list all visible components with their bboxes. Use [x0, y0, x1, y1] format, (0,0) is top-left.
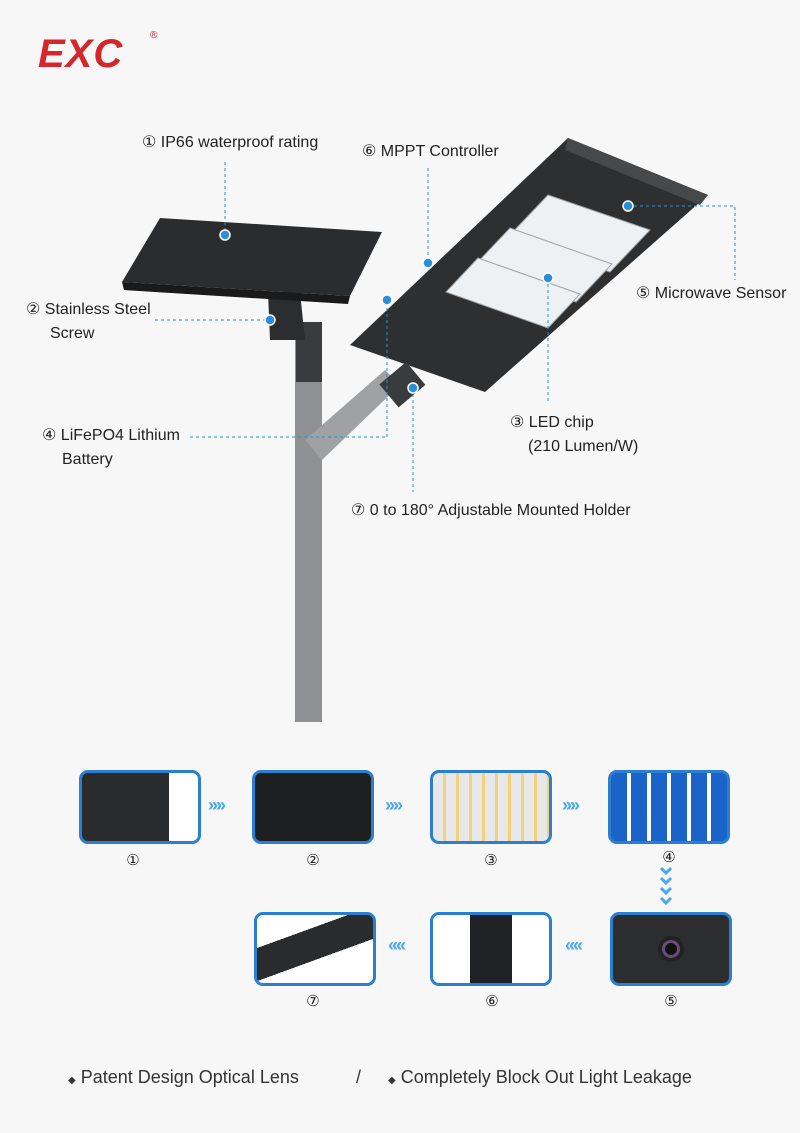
- holder: [379, 361, 426, 408]
- callout-1: ① IP66 waterproof rating: [142, 134, 319, 151]
- thumb-holder: [254, 912, 376, 986]
- step-1-label: ①: [126, 852, 140, 869]
- feature-light-leakage: ◆ Completely Block Out Light Leakage: [388, 1067, 692, 1087]
- thumb-sensor: [610, 912, 732, 986]
- thumb-solar-panel: [79, 770, 201, 844]
- callout-5: ⑤ Microwave Sensor: [636, 285, 787, 302]
- footer-separator: /: [356, 1067, 362, 1087]
- arrow-left-icon: «««: [388, 935, 406, 955]
- led-modules: [445, 194, 651, 329]
- callout-7: ⑦ 0 to 180° Adjustable Mounted Holder: [351, 502, 631, 519]
- thumb-battery: [608, 770, 730, 844]
- callout-dots: [219, 200, 634, 394]
- solar-panel-edge: [122, 282, 350, 304]
- callout-3: ③ LED chip(210 Lumen/W): [510, 414, 639, 455]
- arrow-down-icon: [659, 866, 673, 906]
- step-7-label: ⑦: [306, 993, 320, 1010]
- lamp-head-edge: [565, 138, 708, 205]
- thumb-screw: [252, 770, 374, 844]
- panel-bracket: [268, 292, 305, 340]
- thumb-controller: [430, 912, 552, 986]
- step-3-label: ③: [484, 852, 498, 869]
- brand-logo: EXC: [38, 32, 124, 76]
- thumb-led-chip: [430, 770, 552, 844]
- callout-lines: [155, 162, 736, 492]
- arrow-right-icon: »»»: [562, 795, 580, 815]
- arrow-left-icon: «««: [565, 935, 583, 955]
- registered-mark: ®: [150, 30, 158, 41]
- step-4-label: ④: [662, 849, 676, 866]
- step-2-label: ②: [306, 852, 320, 869]
- solar-panel: [122, 218, 382, 296]
- arrow-right-icon: »»»: [208, 795, 226, 815]
- step-6-label: ⑥: [485, 993, 499, 1010]
- step-5-label: ⑤: [664, 993, 678, 1010]
- arrow-right-icon: »»»: [385, 795, 403, 815]
- pole: [295, 330, 322, 722]
- feature-optical-lens: ◆ Patent Design Optical Lens: [68, 1067, 299, 1087]
- callout-6: ⑥ MPPT Controller: [362, 143, 499, 160]
- street-light-illustration: [122, 138, 736, 722]
